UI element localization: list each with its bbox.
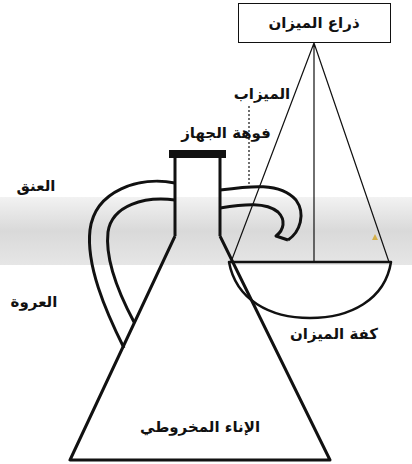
spout-label: الميزاب: [232, 84, 293, 104]
mouth-cap: [169, 150, 226, 158]
balance-strings: [231, 43, 389, 262]
beam-box: ذراع الميزان: [238, 3, 391, 43]
leader-line: [248, 106, 249, 186]
water-band: [0, 197, 412, 265]
vessel-text-holder: الإناء المخروطي: [60, 418, 340, 436]
box-title: ذراع الميزان: [268, 14, 359, 32]
pan-label: كفة الميزان: [288, 324, 380, 344]
spout-inner: [220, 205, 288, 240]
neck-label: العنق: [15, 176, 58, 196]
handle-label: العروة: [9, 292, 60, 312]
small-mark: [372, 234, 378, 240]
mouth-label: فوهة الجهاز: [179, 123, 273, 143]
conical-vessel: الإناء المخروطي: [60, 236, 340, 462]
vessel-label: الإناء المخروطي: [140, 418, 260, 436]
cone-outline-path: [70, 236, 330, 460]
neck: [175, 158, 220, 236]
spout-outer: [220, 187, 301, 240]
balance-pan: [229, 262, 391, 318]
